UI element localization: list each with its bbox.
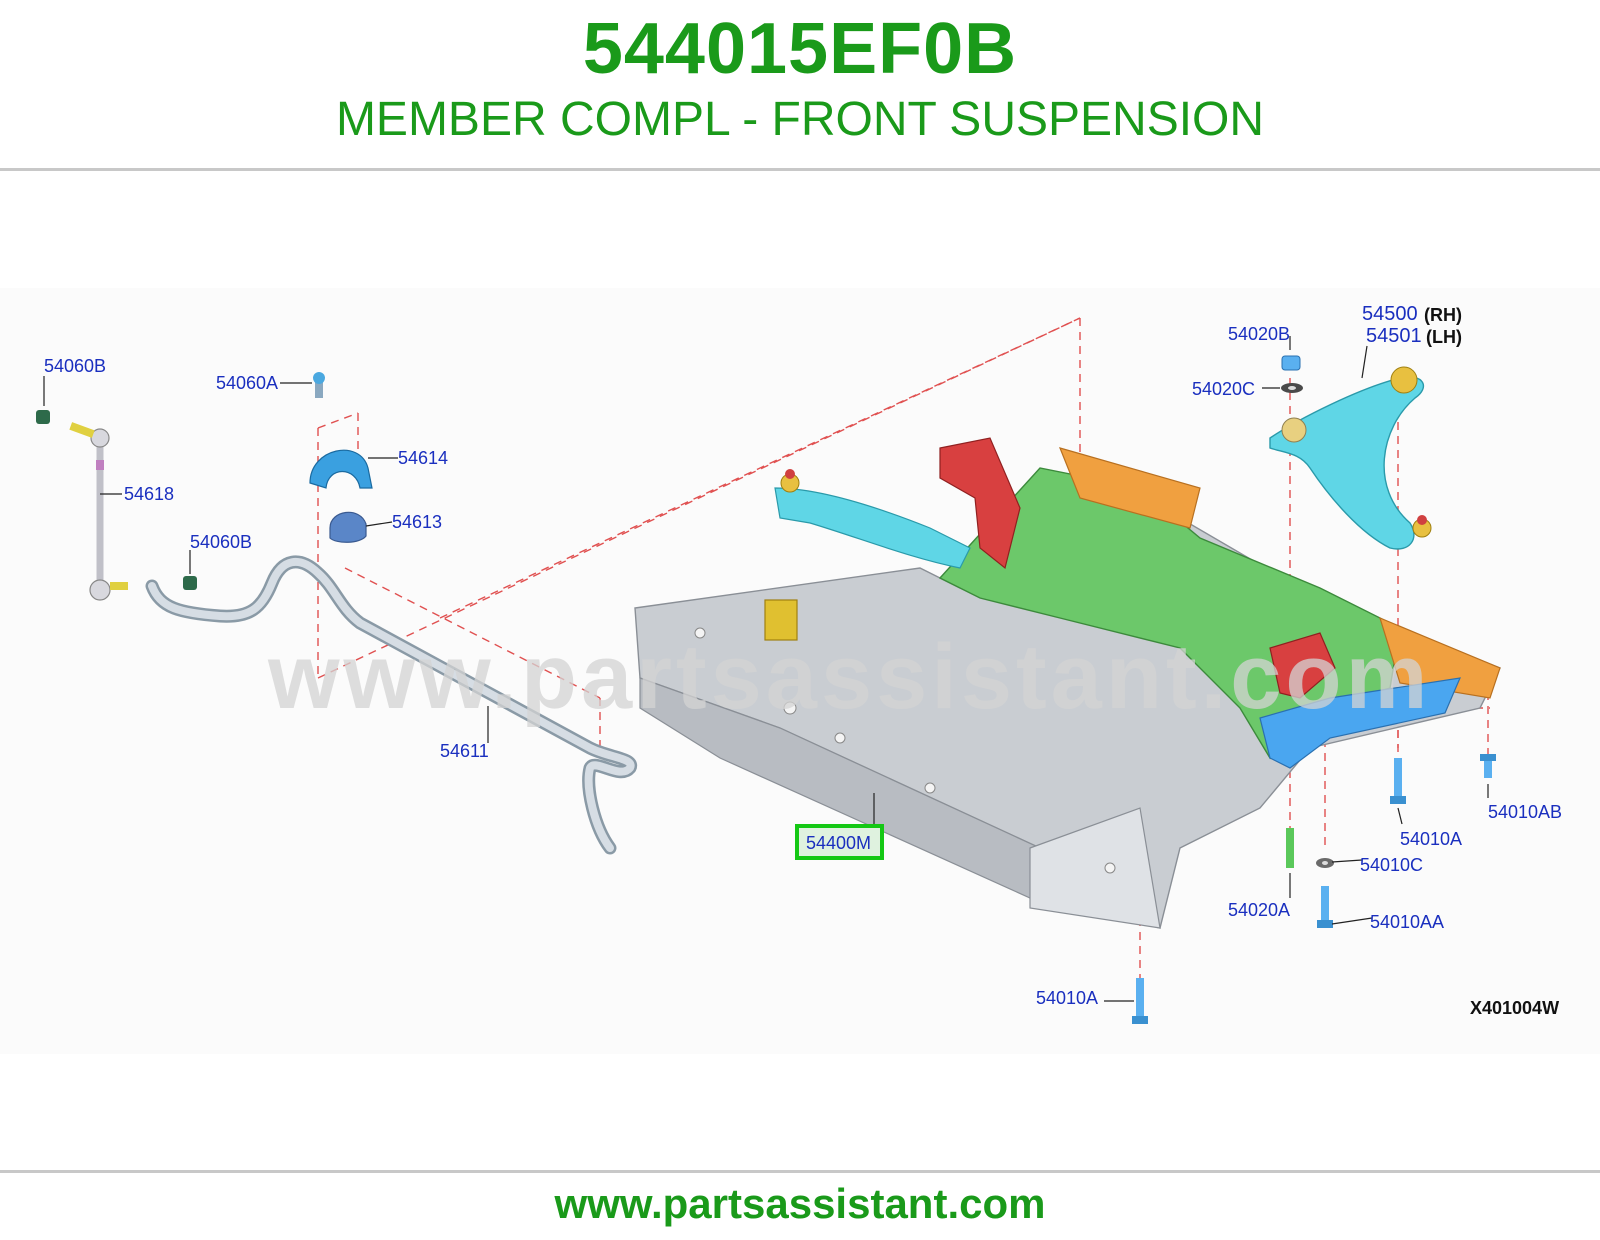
callout-54618[interactable]: 54618 — [124, 484, 174, 504]
bolt-54010A-right — [1390, 758, 1406, 804]
header: 544015EF0B MEMBER COMPL - FRONT SUSPENSI… — [0, 0, 1600, 170]
callout-54611[interactable]: 54611 — [440, 741, 489, 761]
bolt-54020A — [1286, 828, 1294, 868]
front-suspension-member-54400M — [634, 437, 1501, 929]
washer-54010C — [1316, 858, 1334, 868]
callout-54020A[interactable]: 54020A — [1228, 900, 1290, 920]
diagram-reference-code: X401004W — [1470, 998, 1559, 1018]
clamp-bracket-54614 — [309, 372, 373, 489]
header-divider — [0, 168, 1600, 171]
callout-54501[interactable]: 54501 — [1366, 325, 1422, 347]
bushing-54613 — [329, 511, 367, 543]
callout-54020C[interactable]: 54020C — [1192, 379, 1255, 399]
stabilizer-link-54618 — [36, 410, 128, 601]
washer-54020C — [1281, 383, 1303, 393]
callout-54010AB[interactable]: 54010AB — [1488, 802, 1562, 822]
callout-leader-lines — [43, 336, 1489, 1002]
label-lh: (LH) — [1426, 327, 1462, 347]
footer-divider — [0, 1170, 1600, 1173]
callout-54613[interactable]: 54613 — [392, 512, 442, 532]
bolt-54010AB — [1480, 754, 1496, 778]
callout-54060B-top[interactable]: 54060B — [44, 356, 106, 376]
callout-54500[interactable]: 54500 — [1362, 303, 1418, 325]
callout-54010A-right[interactable]: 54010A — [1400, 829, 1462, 849]
bolt-54010AA — [1317, 886, 1333, 928]
nut-54060B — [183, 576, 197, 590]
callout-54060A[interactable]: 54060A — [216, 373, 278, 393]
exploded-view-svg: www.partsassistant.com 54060B 54060A 546… — [36, 303, 1562, 1024]
transverse-link-54500-54501 — [1269, 366, 1432, 550]
callout-54020B[interactable]: 54020B — [1228, 324, 1290, 344]
part-description: MEMBER COMPL - FRONT SUSPENSION — [335, 93, 1265, 146]
footer-website-link[interactable]: www.partsassistant.com — [554, 1180, 1046, 1227]
callout-54400M[interactable]: 54400M — [806, 833, 871, 853]
callout-54614[interactable]: 54614 — [398, 448, 448, 468]
part-number-title: 544015EF0B — [582, 9, 1018, 89]
nut-54020B — [1281, 355, 1301, 371]
highlighted-part-box — [795, 824, 884, 860]
callout-54010AA[interactable]: 54010AA — [1370, 912, 1444, 932]
watermark-text: www.partsassistant.com — [267, 626, 1431, 728]
label-rh: (RH) — [1424, 305, 1462, 325]
callout-54010A-bottom[interactable]: 54010A — [1036, 988, 1098, 1008]
callout-54060B-mid[interactable]: 54060B — [190, 532, 252, 552]
bolt-54010A-bottom — [1132, 978, 1148, 1024]
lower-arm-left — [774, 469, 971, 569]
parts-diagram: www.partsassistant.com 54060B 54060A 546… — [0, 288, 1600, 1054]
callout-54010C[interactable]: 54010C — [1360, 855, 1423, 875]
stabilizer-bar-54611 — [145, 555, 638, 855]
